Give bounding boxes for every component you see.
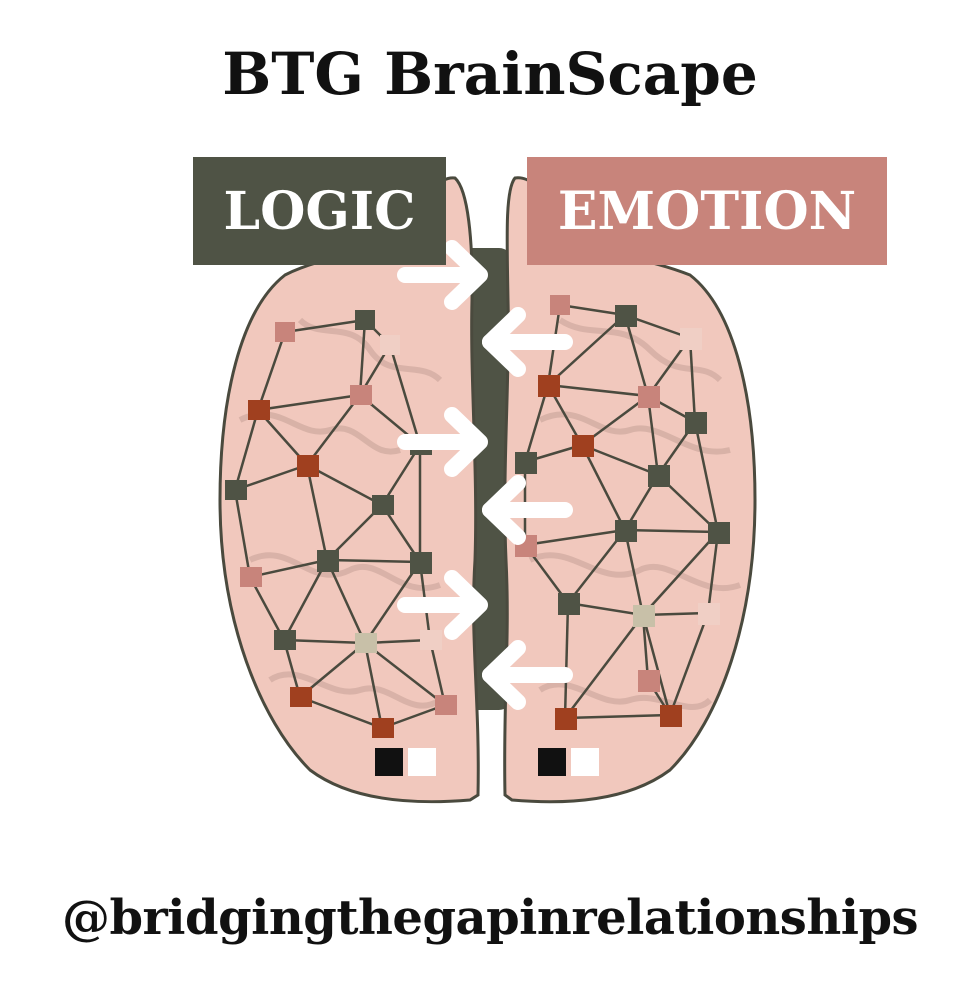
page-title: BTG BrainScape [222, 40, 758, 108]
right-arrow-icon [397, 570, 488, 640]
node [680, 328, 702, 350]
node [698, 603, 720, 625]
node [685, 412, 707, 434]
left-network-nodes [225, 310, 457, 776]
node [572, 435, 594, 457]
node [372, 718, 394, 738]
node [615, 305, 637, 327]
right-hemisphere [503, 176, 757, 804]
node [615, 520, 637, 542]
node [538, 375, 560, 397]
right-arrow-icon [397, 240, 488, 310]
node [372, 495, 394, 515]
node [638, 670, 660, 692]
legend-dark [375, 748, 403, 776]
node [550, 295, 570, 315]
node [350, 385, 372, 405]
node [555, 708, 577, 730]
legend-dark [538, 748, 566, 776]
node [420, 630, 442, 650]
node [380, 335, 400, 355]
node [515, 452, 537, 474]
node [290, 687, 312, 707]
left-arrow-icon [482, 307, 573, 377]
node [274, 630, 296, 650]
node [638, 386, 660, 408]
legend-light [571, 748, 599, 776]
node [660, 705, 682, 727]
left-arrow-icon [482, 640, 573, 710]
right-arrow-icon [397, 407, 488, 477]
node [355, 633, 377, 653]
node [248, 400, 270, 420]
left-arrow-icon [482, 475, 573, 545]
node [355, 310, 375, 330]
node [225, 480, 247, 500]
node [410, 552, 432, 574]
node [633, 605, 655, 627]
brain-folds [238, 317, 742, 711]
emotion-label: EMOTION [527, 157, 887, 265]
node [297, 455, 319, 477]
node [275, 322, 295, 342]
node [648, 465, 670, 487]
node [317, 550, 339, 572]
node [708, 522, 730, 544]
node [240, 567, 262, 587]
node [435, 695, 457, 715]
logic-label: LOGIC [193, 157, 446, 265]
node [558, 593, 580, 615]
social-handle: @bridgingthegapinrelationships [61, 890, 919, 946]
legend-light [408, 748, 436, 776]
